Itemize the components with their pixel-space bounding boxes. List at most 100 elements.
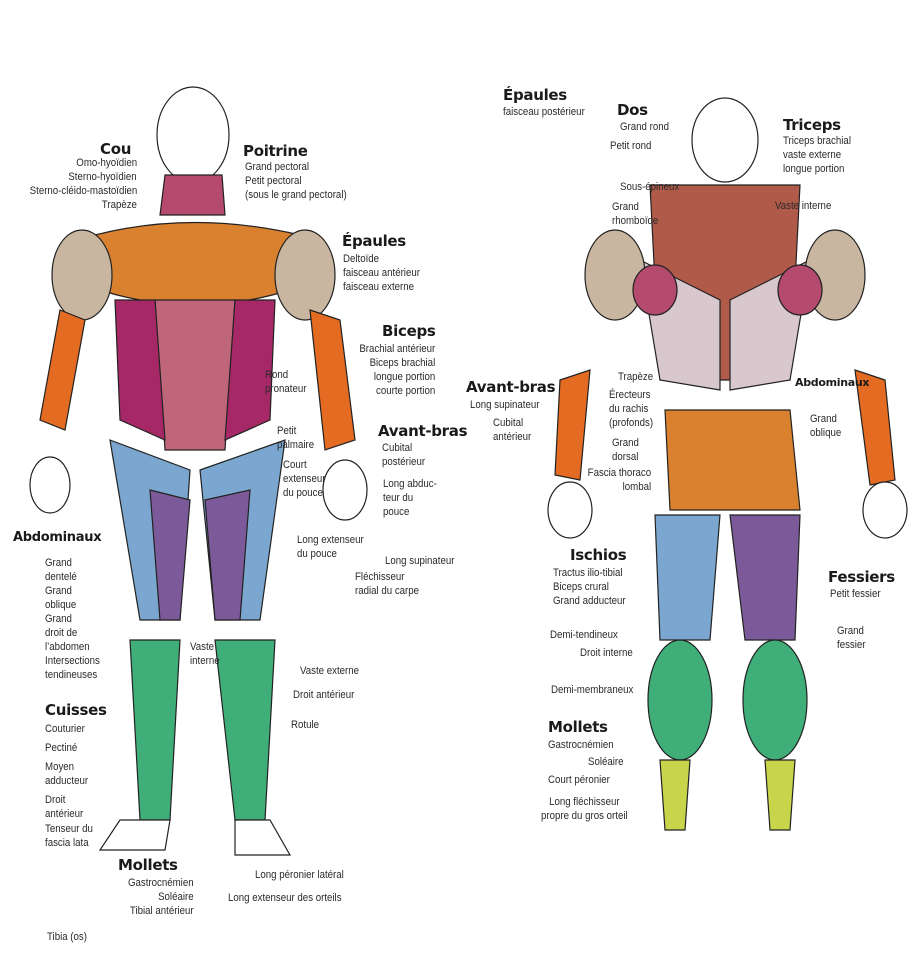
front-neck (159, 174, 226, 216)
heading-epaules-front: Épaules (342, 232, 406, 250)
foot-left (98, 819, 171, 851)
heading-fessiers: Fessiers (828, 568, 895, 586)
label-omo-hyoidien: Omo-hyoïdien (76, 157, 137, 169)
label-rotule: Rotule (291, 719, 319, 731)
back-forearm-left (554, 369, 591, 481)
deltoid-left (51, 229, 113, 321)
heading-dos: Dos (617, 101, 648, 119)
label-demi-membraneux: Demi-membraneux (551, 684, 634, 696)
back-calf-left (647, 639, 713, 761)
pectoral-muscle (94, 221, 301, 306)
label-cubital-anterieur: Cubital antérieur (493, 417, 532, 443)
back-calf-right (742, 639, 808, 761)
label-couturier: Couturier (45, 723, 85, 735)
label-demi-tendineux: Demi-tendineux (550, 629, 618, 641)
heading-avant-bras-back: Avant-bras (466, 378, 556, 396)
label-droit-interne: Droit interne (580, 647, 633, 659)
label-fascia-thoraco: Fascia thoraco lombal (587, 467, 651, 493)
label-soleaire-back: Soléaire (588, 756, 624, 768)
label-grand-fessier: Grand fessier (837, 625, 866, 651)
back-hand-right (862, 481, 908, 539)
label-rond-pronateur: Rond pronateur (265, 369, 307, 395)
label-long-flechisseur: Long fléchisseur propre du gros orteil (541, 796, 628, 822)
label-cubital-posterieur: Cubital postérieur (382, 442, 426, 468)
label-pectine: Pectiné (45, 742, 78, 754)
oblique-right (224, 299, 276, 441)
label-trapeze-back: Trapèze (618, 371, 654, 383)
label-grand-rhomboide: Grand rhomboïde (612, 201, 659, 227)
label-poitrine-items: Grand pectoral Petit pectoral (sous le g… (245, 161, 347, 201)
heading-ischios: Ischios (570, 546, 627, 564)
label-gastrocnemien-back: Gastrocnémien (548, 739, 614, 751)
label-sous-epineux: Sous-épineux (620, 181, 680, 193)
heading-epaules-back: Épaules (503, 86, 567, 104)
label-long-abducteur: Long abduc- teur du pouce (383, 478, 437, 518)
label-mollets-front-items: Gastrocnémien Soléaire Tibial antérieur (128, 877, 194, 917)
label-court-peronier: Court péronier (548, 774, 610, 786)
calf-left (129, 639, 181, 821)
heading-abdominaux-back: Abdominaux (795, 376, 870, 389)
rectus-abdominis (154, 299, 236, 451)
gluteus-maximus (664, 409, 801, 511)
label-droit-anterieur-left: Droit antérieur (45, 794, 84, 820)
label-grand-oblique-back: Grand oblique (810, 413, 842, 439)
heading-cou: Cou (100, 140, 132, 158)
peroneus-left (659, 759, 691, 831)
heading-poitrine: Poitrine (243, 142, 308, 160)
heading-abdominaux-front: Abdominaux (13, 530, 102, 545)
forearm-right (309, 309, 356, 451)
label-grand-rond: Grand rond (620, 121, 669, 133)
label-petit-rond: Petit rond (610, 140, 652, 152)
heading-mollets-back: Mollets (548, 718, 608, 736)
heading-cuisses: Cuisses (45, 701, 107, 719)
label-grand-dorsal: Grand dorsal (612, 437, 639, 463)
thigh-left-purple (149, 489, 191, 621)
label-vaste-externe: Vaste externe (300, 665, 360, 677)
hand-right (322, 459, 368, 521)
label-tenseur-fascia: Tenseur du fascia lata (45, 823, 93, 849)
thigh-right-purple (204, 489, 251, 621)
heading-mollets-front: Mollets (118, 856, 178, 874)
label-triceps-items: Triceps brachial vaste externe longue po… (783, 135, 851, 175)
label-vaste-interne-back: Vaste interne (775, 200, 832, 212)
oblique-left (114, 299, 166, 441)
calf-right (214, 639, 276, 821)
back-forearm-right (854, 369, 896, 486)
label-petit-palmaire: Petit palmaire (277, 425, 315, 451)
label-flechisseur-radial: Fléchisseur radial du carpe (355, 571, 420, 597)
label-biceps-items: Brachial antérieur Biceps brachial longu… (359, 343, 435, 397)
label-long-peronier: Long péronier latéral (255, 869, 344, 881)
back-body (547, 97, 908, 831)
label-long-supinateur-back: Long supinateur (470, 399, 540, 411)
foot-right (234, 819, 292, 856)
label-court-extenseur: Court extenseur du pouce (283, 459, 326, 499)
front-body (29, 86, 368, 856)
hand-left (29, 456, 71, 514)
label-erecteurs: Érecteurs du rachis (profonds) (609, 389, 654, 429)
label-droit-anterieur: Droit antérieur (293, 689, 355, 701)
label-long-extenseur-pouce: Long extenseur du pouce (297, 534, 364, 560)
hamstring-right (729, 514, 801, 641)
back-hand-left (547, 481, 593, 539)
deltoid-right (274, 229, 336, 321)
heading-triceps: Triceps (783, 116, 841, 134)
back-head (691, 97, 759, 183)
label-ischios-items: Tractus ilio-tibial Biceps crural Grand … (553, 567, 626, 607)
infraspinatus-left (632, 264, 678, 316)
label-trapeze-front: Trapèze (101, 199, 137, 211)
heading-avant-bras-front: Avant-bras (378, 422, 468, 440)
label-epaules-items: Deltoïde faisceau antérieur faisceau ext… (343, 253, 420, 293)
back-deltoid-left (584, 229, 646, 321)
peroneus-right (764, 759, 796, 831)
label-faisceau-posterieur: faisceau postérieur (503, 106, 585, 118)
label-vaste-interne-front: Vaste interne (190, 641, 220, 667)
label-abdominaux-items: Grand dentelé Grand oblique Grand droit … (45, 557, 100, 681)
front-head (156, 86, 230, 184)
label-petit-fessier: Petit fessier (830, 588, 881, 600)
heading-biceps: Biceps (382, 322, 436, 340)
label-sterno-hyoidien: Sterno-hyoïdien (68, 171, 137, 183)
forearm-left (39, 309, 86, 431)
infraspinatus-right (777, 264, 823, 316)
hamstring-left (654, 514, 721, 641)
label-tibia: Tibia (os) (47, 931, 87, 943)
